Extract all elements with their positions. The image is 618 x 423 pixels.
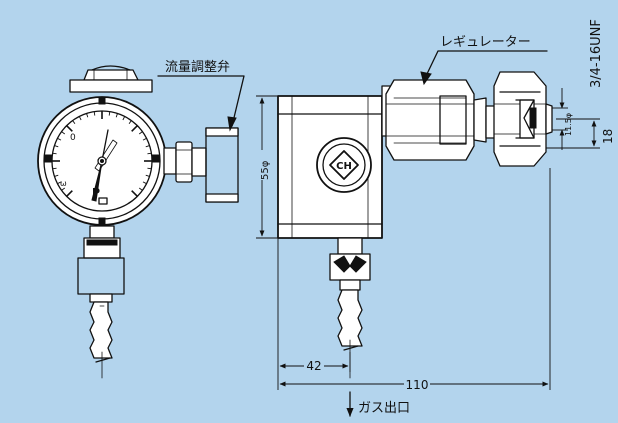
gauge-tick	[78, 116, 82, 121]
gauge-ticks	[52, 111, 152, 197]
dia-11-5-label: 11.5φ	[564, 113, 573, 136]
gauge-tick	[57, 181, 62, 185]
dimension-55-dia: 55φ	[255, 95, 278, 239]
gauge-tick	[131, 125, 138, 132]
gauge-tick	[145, 145, 150, 148]
dim-42-label: 42	[306, 359, 321, 373]
gas-outlet-label: ガス出口	[358, 401, 410, 416]
gauge-needle	[91, 129, 118, 202]
gauge-tick	[61, 187, 66, 191]
gauge-tick	[72, 120, 76, 125]
gauge-tick	[54, 145, 59, 148]
dim-18-label: 18	[601, 129, 615, 144]
regulator-label: レギュレーター	[440, 35, 531, 50]
side-view: CH	[277, 71, 553, 379]
gauge-tick	[61, 131, 66, 135]
gauge-tick	[54, 174, 59, 177]
flow-valve-label: 流量調整弁	[165, 60, 230, 75]
gauge-tick	[128, 120, 132, 125]
regulator-label-group: レギュレーター	[420, 35, 548, 86]
dimension-110: 110	[277, 168, 551, 392]
flow-valve-label-group: 流量調整弁	[157, 60, 245, 132]
dimension-11-5-dia: 11.5φ	[552, 88, 573, 150]
gauge-tick	[145, 174, 150, 177]
gauge-tick	[147, 167, 152, 170]
gauge-tick	[131, 190, 138, 197]
dimension-42: 42	[277, 238, 351, 373]
gauge-tick	[115, 113, 118, 118]
gauge-tick	[138, 187, 143, 191]
thread-label: 3/4-16UNF	[589, 19, 604, 88]
svg-text:0: 0	[70, 133, 76, 143]
svg-text:P: P	[92, 186, 100, 199]
gauge-tick	[86, 113, 89, 118]
pressure-gauge: 0 ω P	[37, 96, 167, 226]
front-view: 0 ω P	[37, 65, 239, 379]
regulator-stem	[381, 79, 487, 161]
ch-logo-text: CH	[336, 161, 352, 172]
svg-text:ω: ω	[60, 179, 67, 188]
gauge-top-nut	[69, 65, 153, 93]
gauge-tick	[66, 190, 73, 197]
gauge-tick	[66, 125, 73, 132]
gauge-tick	[52, 167, 57, 170]
gauge-tick	[138, 131, 143, 135]
gauge-tick	[93, 111, 96, 116]
outlet-fitting	[485, 71, 553, 167]
gauge-tick	[147, 152, 152, 155]
gauge-tick	[142, 137, 147, 141]
gauge-tick	[122, 116, 126, 121]
flow-valve-assembly	[163, 127, 239, 203]
side-outlet-fitting	[329, 237, 371, 351]
dim-110-label: 110	[406, 378, 429, 392]
gauge-tick	[108, 111, 111, 116]
gauge-tick	[142, 181, 147, 185]
front-hose-barb	[89, 301, 113, 363]
dimension-18: 18	[546, 118, 615, 149]
dia-55-label: 55φ	[260, 160, 271, 180]
gauge-bottom-fitting	[77, 225, 125, 303]
gauge-tick	[57, 137, 62, 141]
ch-logo-knob: CH	[316, 137, 372, 193]
gas-outlet-label-group: ガス出口	[346, 391, 410, 417]
gauge-tick	[52, 152, 57, 155]
thread-label-group: 3/4-16UNF	[589, 19, 604, 88]
